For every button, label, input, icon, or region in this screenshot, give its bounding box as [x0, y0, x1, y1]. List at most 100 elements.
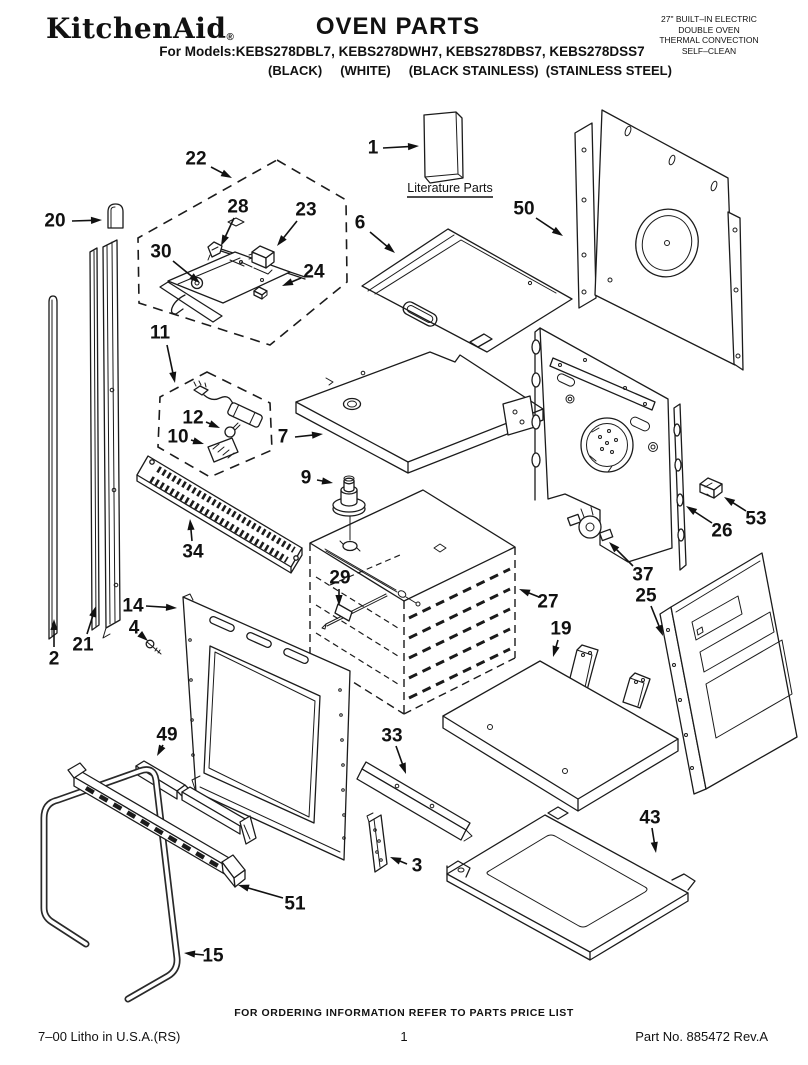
- svg-text:9: 9: [301, 468, 312, 489]
- literature-parts-label: Literature Parts: [407, 181, 492, 195]
- svg-text:28: 28: [227, 197, 248, 218]
- part-9-drawing: [332, 475, 366, 541]
- callout-4: 4: [129, 618, 148, 641]
- part-1-drawing: [423, 111, 464, 184]
- svg-text:24: 24: [303, 262, 325, 283]
- callout-11: 11: [150, 323, 177, 383]
- ordering-note: FOR ORDERING INFORMATION REFER TO PARTS …: [234, 1007, 574, 1019]
- callout-28: 28: [221, 197, 249, 246]
- page-number: 1: [400, 1029, 408, 1044]
- callout-22: 22: [185, 149, 232, 178]
- part-22-drawing: [137, 159, 348, 346]
- svg-text:29: 29: [329, 568, 350, 589]
- part-51-drawing: [67, 762, 246, 888]
- callout-51: 51: [238, 884, 306, 915]
- part-20-drawing: [107, 203, 124, 229]
- callout-15: 15: [184, 946, 224, 967]
- document-part-number: Part No. 885472 Rev.A: [635, 1029, 768, 1044]
- part-50-drawing: [574, 109, 744, 371]
- callout-49: 49: [156, 725, 178, 756]
- part-29-drawing: [321, 593, 388, 630]
- svg-text:11: 11: [150, 323, 171, 344]
- callout-27: 27: [519, 589, 559, 613]
- svg-text:43: 43: [639, 808, 660, 829]
- callout-24: 24: [282, 262, 325, 286]
- svg-text:27: 27: [537, 592, 558, 613]
- svg-text:12: 12: [182, 408, 203, 429]
- svg-text:25: 25: [635, 586, 657, 607]
- spec-line-3: THERMAL CONVECTION: [659, 35, 759, 45]
- part-4-drawing: [145, 639, 162, 655]
- svg-text:3: 3: [412, 856, 423, 877]
- part-21-drawing: [89, 239, 121, 639]
- svg-text:7: 7: [278, 427, 289, 448]
- callout-10: 10: [167, 427, 204, 448]
- callout-33: 33: [381, 726, 406, 774]
- callout-20: 20: [44, 211, 102, 232]
- page-title: OVEN PARTS: [315, 13, 481, 40]
- callout-29: 29: [329, 568, 351, 606]
- part-25-drawing: [659, 552, 798, 795]
- spec-block: 27" BUILT–IN ELECTRIC DOUBLE OVEN THERMA…: [648, 14, 770, 56]
- registered-mark: ®: [226, 32, 235, 43]
- callout-3: 3: [390, 856, 422, 877]
- callout-23: 23: [277, 200, 317, 246]
- callout-2: 2: [49, 619, 60, 670]
- callout-7: 7: [278, 427, 323, 448]
- part-2-drawing: [48, 295, 58, 640]
- svg-text:30: 30: [150, 242, 171, 263]
- svg-text:50: 50: [513, 199, 534, 220]
- svg-text:53: 53: [745, 509, 766, 530]
- part-34-drawing: [136, 455, 303, 574]
- callout-1: 1: [368, 138, 419, 159]
- brand-logo: KitchenAid®: [46, 12, 234, 45]
- svg-text:10: 10: [167, 427, 188, 448]
- part-11-drawing: [157, 371, 273, 478]
- callout-34: 34: [182, 519, 204, 563]
- svg-text:21: 21: [72, 635, 94, 656]
- callout-30: 30: [150, 242, 200, 283]
- models-line: For Models:KEBS278DBL7, KEBS278DWH7, KEB…: [159, 44, 645, 59]
- svg-text:2: 2: [49, 649, 60, 670]
- svg-text:6: 6: [355, 213, 366, 234]
- brand-text: KitchenAid: [46, 12, 227, 45]
- litho-note: 7–00 Litho in U.S.A.(RS): [38, 1029, 181, 1044]
- callout-26: 26: [686, 506, 733, 542]
- callout-14: 14: [122, 596, 177, 617]
- part-3-drawing: [366, 812, 388, 873]
- svg-text:20: 20: [44, 211, 65, 232]
- part-26-drawing: [531, 327, 687, 571]
- callout-50: 50: [513, 199, 563, 236]
- callout-6: 6: [355, 213, 395, 253]
- callout-53: 53: [724, 497, 767, 530]
- part-33-drawing: [356, 761, 473, 842]
- finishes-line: (BLACK) (WHITE) (BLACK STAINLESS) (STAIN…: [268, 63, 672, 78]
- callout-43: 43: [639, 808, 661, 853]
- svg-text:1: 1: [368, 138, 379, 159]
- svg-text:33: 33: [381, 726, 402, 747]
- part-53-drawing: [699, 477, 723, 499]
- part-37-drawing: [566, 506, 614, 542]
- svg-text:14: 14: [122, 596, 144, 617]
- callout-37: 37: [609, 542, 654, 586]
- svg-text:37: 37: [632, 565, 653, 586]
- part-14-drawing: [182, 593, 351, 861]
- callout-9: 9: [301, 468, 333, 489]
- spec-line-1: 27" BUILT–IN ELECTRIC: [661, 14, 757, 24]
- callout-21: 21: [72, 606, 97, 656]
- part-19-drawing: [442, 644, 679, 812]
- part-43-drawing: [446, 806, 696, 961]
- svg-text:26: 26: [711, 521, 732, 542]
- callout-12: 12: [182, 408, 220, 429]
- svg-text:4: 4: [129, 618, 140, 639]
- svg-text:19: 19: [550, 619, 571, 640]
- svg-text:51: 51: [284, 894, 306, 915]
- part-6-drawing: [361, 228, 573, 353]
- svg-text:23: 23: [295, 200, 316, 221]
- svg-text:49: 49: [156, 725, 177, 746]
- part-7-drawing: [295, 351, 544, 474]
- part-27-drawing: [309, 475, 516, 715]
